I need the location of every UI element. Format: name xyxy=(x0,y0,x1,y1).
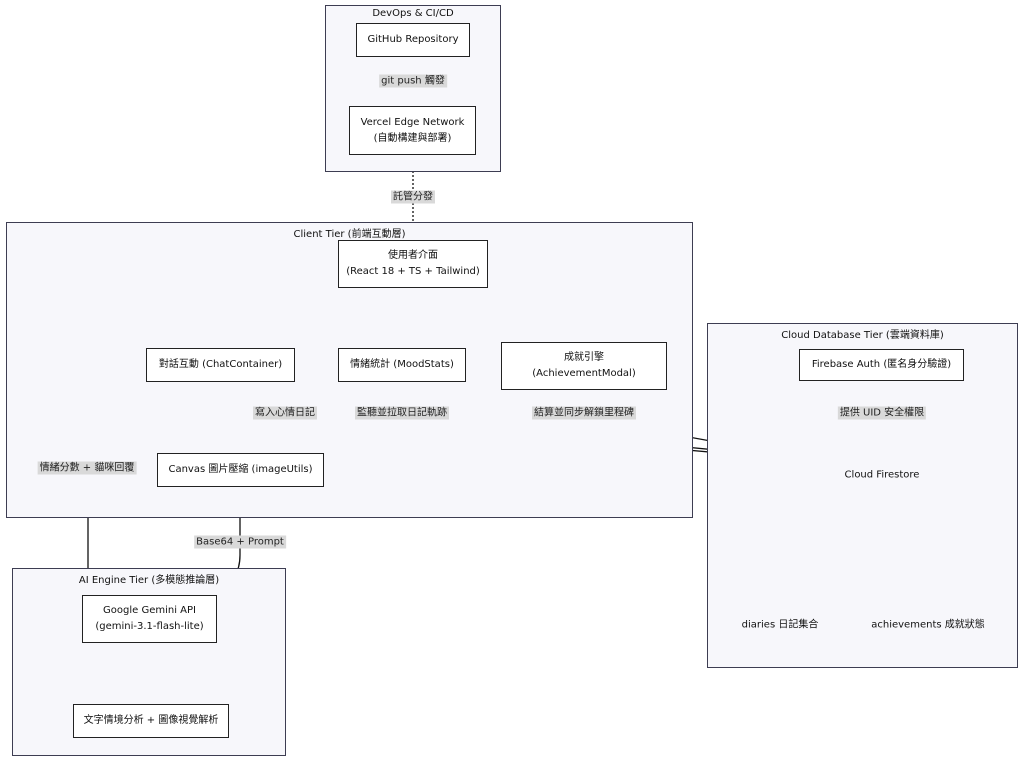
edge-label-mood-score: 情緒分數 + 貓咪回覆 xyxy=(37,461,137,475)
ai-tier-title: AI Engine Tier (多模態推論層) xyxy=(78,575,220,586)
achv-node-line1: 成就引擎 xyxy=(564,352,604,363)
client-tier-title: Client Tier (前端互動層) xyxy=(293,229,406,240)
chat-node-label: 對話互動 (ChatContainer) xyxy=(158,359,283,370)
analysis-node: 文字情境分析 + 圖像視覺解析 xyxy=(73,704,229,738)
auth-node-label: Firebase Auth (匿名身分驗證) xyxy=(811,359,952,370)
vercel-edge-node: Vercel Edge Network (自動構建與部署) xyxy=(349,106,476,155)
chat-container-node: 對話互動 (ChatContainer) xyxy=(146,348,295,382)
mood-node-label: 情緒統計 (MoodStats) xyxy=(350,359,454,370)
edge-label-listen-diary: 監聽並拉取日記軌跡 xyxy=(355,406,449,420)
edge-label-hosting: 託管分發 xyxy=(391,190,435,204)
gemini-node-line2: (gemini-3.1-flash-lite) xyxy=(95,621,204,632)
achievements-collection-label: achievements 成就狀態 xyxy=(871,619,985,631)
canvas-image-compress-node: Canvas 圖片壓縮 (imageUtils) xyxy=(157,453,324,487)
vercel-node-line2: (自動構建與部署) xyxy=(373,132,452,144)
edge-label-git-push: git push 觸發 xyxy=(379,74,447,88)
ui-node-line2: (React 18 + TS + Tailwind) xyxy=(346,266,480,277)
ui-node-line1: 使用者介面 xyxy=(388,250,438,261)
edge-label-uid-permission: 提供 UID 安全權限 xyxy=(837,406,927,420)
edge-label-base64-prompt: Base64 + Prompt xyxy=(194,535,286,549)
user-interface-node: 使用者介面 (React 18 + TS + Tailwind) xyxy=(338,240,488,288)
firestore-label: Cloud Firestore xyxy=(844,469,920,481)
github-repository-node: GitHub Repository xyxy=(356,23,470,57)
canvas-node-label: Canvas 圖片壓縮 (imageUtils) xyxy=(168,464,313,475)
gemini-api-node: Google Gemini API (gemini-3.1-flash-lite… xyxy=(82,595,217,643)
edge-label-sync-milestone: 結算並同步解鎖里程碑 xyxy=(532,406,636,420)
diaries-collection-label: diaries 日記集合 xyxy=(741,619,819,631)
analysis-node-label: 文字情境分析 + 圖像視覺解析 xyxy=(83,715,219,726)
cloud-tier-title: Cloud Database Tier (雲端資料庫) xyxy=(781,330,944,341)
achv-node-line2: (AchievementModal) xyxy=(532,368,636,379)
mood-stats-node: 情緒統計 (MoodStats) xyxy=(338,348,466,382)
gemini-node-line1: Google Gemini API xyxy=(103,605,196,616)
github-node-label: GitHub Repository xyxy=(367,34,459,45)
devops-group-title: DevOps & CI/CD xyxy=(372,8,454,19)
achievement-engine-node: 成就引擎 (AchievementModal) xyxy=(501,342,667,390)
vercel-node-line1: Vercel Edge Network xyxy=(360,116,465,128)
edge-label-write-diary: 寫入心情日記 xyxy=(253,406,317,420)
firebase-auth-node: Firebase Auth (匿名身分驗證) xyxy=(799,349,964,381)
